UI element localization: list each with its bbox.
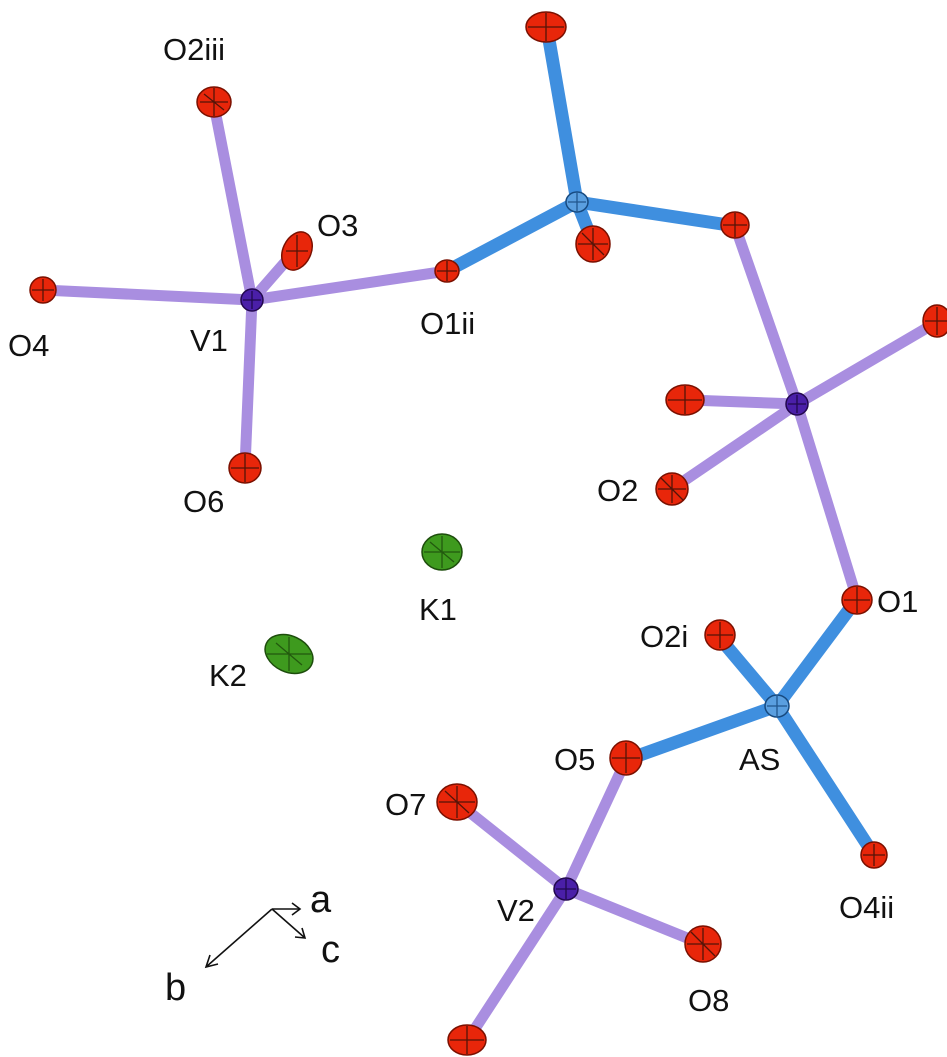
bond-v3-oright xyxy=(729,220,803,410)
label-o2iii: O2iii xyxy=(163,32,225,67)
axis-b-arrowhead xyxy=(204,954,219,969)
label-v1: V1 xyxy=(190,323,228,358)
bond-as2-oright xyxy=(570,195,742,233)
bond-as-o5 xyxy=(619,699,784,767)
atom-o5 xyxy=(609,740,643,776)
atom-o-top xyxy=(525,11,567,43)
bond-v1-o6 xyxy=(239,294,258,473)
bond-v3-oedge xyxy=(791,316,943,410)
bond-v3-o2 xyxy=(666,398,803,495)
bond-v3-oleft xyxy=(683,394,803,410)
atom-o-mid xyxy=(575,225,611,263)
label-o2: O2 xyxy=(597,473,638,508)
bond-as2-o1ii xyxy=(440,195,584,278)
bond-v2-o7 xyxy=(452,797,572,895)
bonds xyxy=(37,21,943,1047)
atom-o4 xyxy=(29,276,57,304)
label-o8: O8 xyxy=(688,983,729,1018)
bond-v2-o8 xyxy=(560,883,708,950)
bond-as-o4ii xyxy=(770,699,881,862)
label-v2: V2 xyxy=(497,893,535,928)
axis-c-arrow xyxy=(271,908,306,939)
axis-indicator xyxy=(204,902,307,969)
label-o5: O5 xyxy=(554,742,595,777)
bond-as-o1 xyxy=(770,592,864,713)
bond-v1-o4 xyxy=(37,284,258,306)
atom-o-left xyxy=(665,384,705,416)
atom-as-upper xyxy=(565,191,589,213)
axis-c-arrowhead xyxy=(294,927,307,939)
label-o4: O4 xyxy=(8,328,49,363)
label-o2i: O2i xyxy=(640,619,688,654)
atom-o-bottom xyxy=(447,1024,487,1056)
label-o7: O7 xyxy=(385,787,426,822)
axis-c-label: c xyxy=(321,929,340,971)
atom-o-edge xyxy=(922,304,947,338)
label-k2: K2 xyxy=(209,658,247,693)
axis-b-label: b xyxy=(165,967,186,1009)
atom-o3 xyxy=(281,231,313,271)
label-as: AS xyxy=(739,742,780,777)
atom-k1 xyxy=(421,533,463,571)
bond-v2-obottom xyxy=(461,883,572,1047)
label-o4ii: O4ii xyxy=(839,890,894,925)
bond-v1-o1ii xyxy=(246,265,453,306)
atoms xyxy=(29,11,947,1056)
label-k1: K1 xyxy=(419,592,457,627)
label-o1: O1 xyxy=(877,584,918,619)
label-o3: O3 xyxy=(317,208,358,243)
atom-v3 xyxy=(785,392,809,416)
bond-v2-o5 xyxy=(560,754,632,895)
atom-o2 xyxy=(655,472,689,506)
axis-a-arrowhead xyxy=(291,902,302,916)
atom-as xyxy=(764,694,790,718)
axis-b-arrow xyxy=(205,908,273,968)
atom-k2 xyxy=(264,633,314,675)
atom-o1 xyxy=(841,585,873,615)
bond-v1-o2iii xyxy=(208,99,258,306)
atom-o-right xyxy=(720,211,750,239)
atom-o4ii xyxy=(860,841,888,869)
axis-a-label: a xyxy=(310,879,332,921)
label-o6: O6 xyxy=(183,484,224,519)
atom-o2iii xyxy=(196,86,232,118)
atom-labels: O2iii O3 O4 V1 O1ii O6 O2 K1 K2 O1 O2i A… xyxy=(8,32,918,1018)
bond-as2-otop xyxy=(540,21,584,209)
atom-v1 xyxy=(240,288,264,312)
bond-v3-o1 xyxy=(791,398,863,605)
atom-o7 xyxy=(436,783,478,821)
atom-o1ii xyxy=(434,259,460,283)
atom-v2 xyxy=(553,877,579,901)
atom-o2i xyxy=(704,619,736,651)
label-o1ii: O1ii xyxy=(420,306,475,341)
atom-o6 xyxy=(228,452,262,484)
atom-o8 xyxy=(684,925,722,963)
